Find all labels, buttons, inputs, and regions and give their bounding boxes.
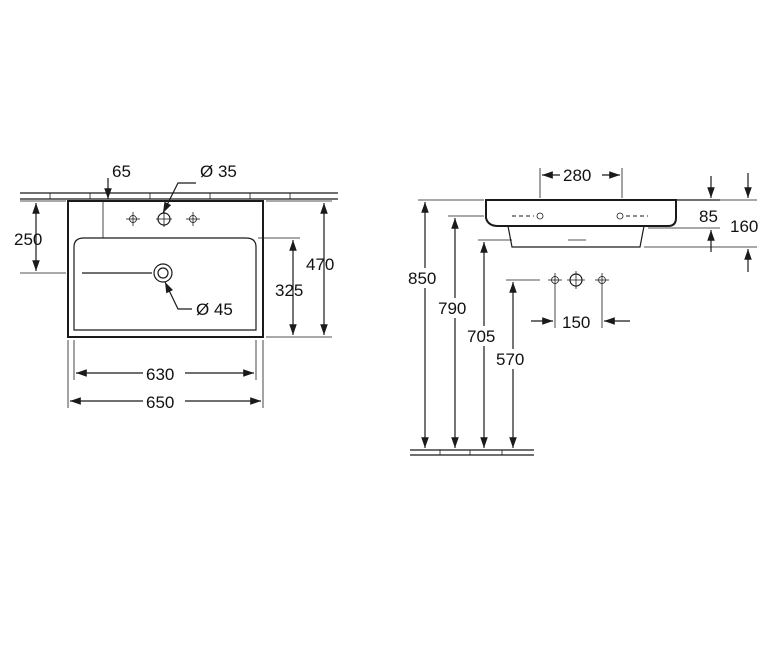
dim-tap-spacing: 150 <box>562 313 590 332</box>
basin-profile <box>485 199 677 227</box>
bowl-edge <box>73 237 257 331</box>
wall-line <box>20 192 338 200</box>
tap-hole-icon <box>156 211 172 227</box>
dim-height-850: 850 <box>408 269 436 288</box>
dim-tap-hole: Ø 35 <box>200 162 237 181</box>
dim-waste: Ø 45 <box>196 300 233 319</box>
dim-rim-height: 85 <box>699 207 718 226</box>
dim-inner-width: 630 <box>146 365 174 384</box>
dim-height-790: 790 <box>438 299 466 318</box>
tap-hole-icon <box>595 273 609 287</box>
dim-outer-width: 650 <box>146 393 174 412</box>
floor-line <box>410 449 534 456</box>
basin-outline <box>67 200 264 338</box>
waste-outlet-icon <box>153 263 173 283</box>
dim-tap-offset: 65 <box>112 162 131 181</box>
tap-hole-icon <box>548 273 562 287</box>
dim-front-to-tap: 250 <box>14 230 42 249</box>
tap-hole-icon <box>567 271 585 289</box>
dim-tap-spacing-top: 280 <box>563 166 591 185</box>
dim-bowl-depth: 325 <box>275 281 303 300</box>
dim-depth-total: 470 <box>306 255 334 274</box>
dim-height-705: 705 <box>467 327 495 346</box>
dim-overall-height: 160 <box>730 217 758 236</box>
top-view: 65 Ø 35 250 470 325 Ø 45 630 650 <box>14 162 338 412</box>
side-view: 280 85 160 850 790 <box>406 164 758 456</box>
tap-hole-icon <box>186 212 200 226</box>
tap-hole-icon <box>126 212 140 226</box>
dim-height-570: 570 <box>496 350 524 369</box>
